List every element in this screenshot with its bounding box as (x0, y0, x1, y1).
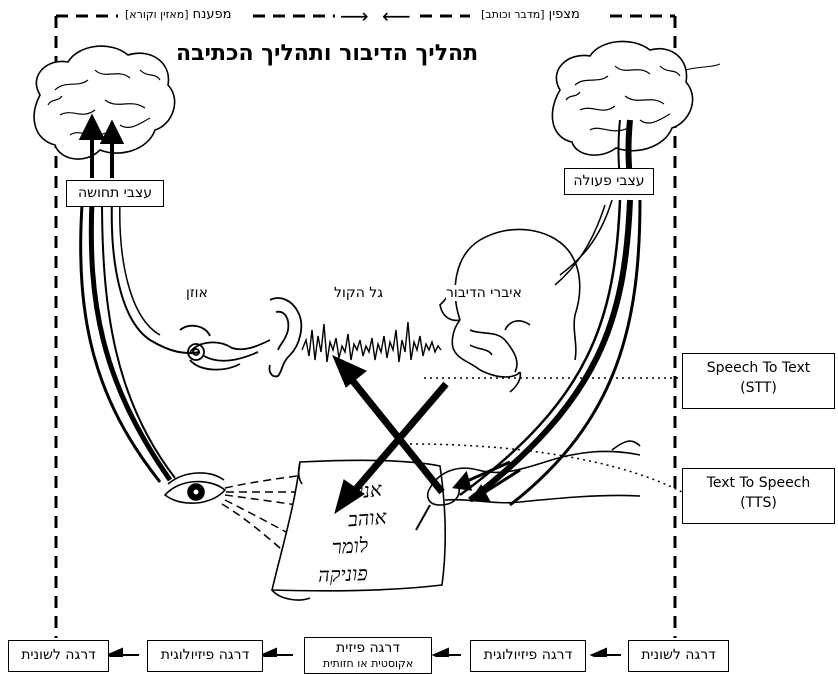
ear-icon (180, 298, 301, 376)
tts-line-2: (TTS) (683, 493, 834, 513)
speech-organs-label: איברי הדיבור (446, 285, 522, 301)
stage-box-receiver-linguistic: דרגה לשונית (8, 640, 109, 672)
right-brain-icon (552, 41, 720, 155)
diagram-canvas: מפענח [מאזין וקורא] מצפין [מדבר וכותב] ⟶… (0, 0, 838, 657)
stage-box-sender-physiological: דרגה פיזיולוגית (470, 640, 586, 672)
stt-line-1: Speech To Text (683, 358, 834, 378)
handwriting-line-1: אני (357, 477, 383, 504)
stage-label: דרגה פיזית (305, 640, 431, 656)
stage-box-physical: דרגה פיזית אקוסטית או חזותית (304, 637, 432, 674)
sender-name: מצפין (549, 7, 580, 22)
sensory-nerves-label: עצבי תחושה (66, 180, 164, 207)
tts-legend-box: Text To Speech (TTS) (682, 468, 835, 524)
stage-label: דרגה לשונית (641, 647, 716, 663)
handwriting-line-4: פוניקה (318, 561, 369, 588)
stage-box-sender-linguistic: דרגה לשונית (628, 640, 729, 672)
page-title: תהליך הדיבור ותהליך הכתיבה (176, 41, 478, 66)
tts-line-1: Text To Speech (683, 473, 834, 493)
head-profile-icon (440, 229, 580, 392)
sender-roles: [מדבר וכותב] (481, 8, 545, 21)
stage-label: דרגה פיזיולוגית (161, 647, 249, 663)
receiver-roles: [מאזין וקורא] (125, 8, 189, 21)
stage-label: דרגה לשונית (21, 647, 96, 663)
sensory-nerves (81, 200, 200, 482)
stt-legend-box: Speech To Text (STT) (682, 353, 835, 409)
stage-label: דרגה פיזיולוגית (484, 647, 572, 663)
writing-hand-icon (416, 441, 640, 530)
handwriting-line-2: אוהב (347, 505, 387, 533)
receiver-label: מפענח [מאזין וקורא] (122, 7, 234, 22)
handwriting-line-3: לומר (331, 533, 369, 560)
motor-nerves-label: עצבי פעולה (564, 168, 654, 195)
receiver-name: מפענח (193, 7, 232, 22)
stage-sublabel: אקוסטית או חזותית (305, 656, 431, 672)
diagram-graphics (0, 0, 838, 657)
sound-wave-label: גל הקול (334, 285, 383, 301)
ear-label: אוזן (186, 285, 208, 301)
top-left-arrow-icon: ⟵ (382, 6, 411, 26)
sound-wave (302, 322, 441, 362)
stage-box-receiver-physiological: דרגה פיזיולוגית (147, 640, 263, 672)
stt-line-2: (STT) (683, 378, 834, 398)
top-right-arrow-icon: ⟶ (340, 6, 369, 26)
sender-label: מצפין [מדבר וכותב] (478, 7, 583, 22)
